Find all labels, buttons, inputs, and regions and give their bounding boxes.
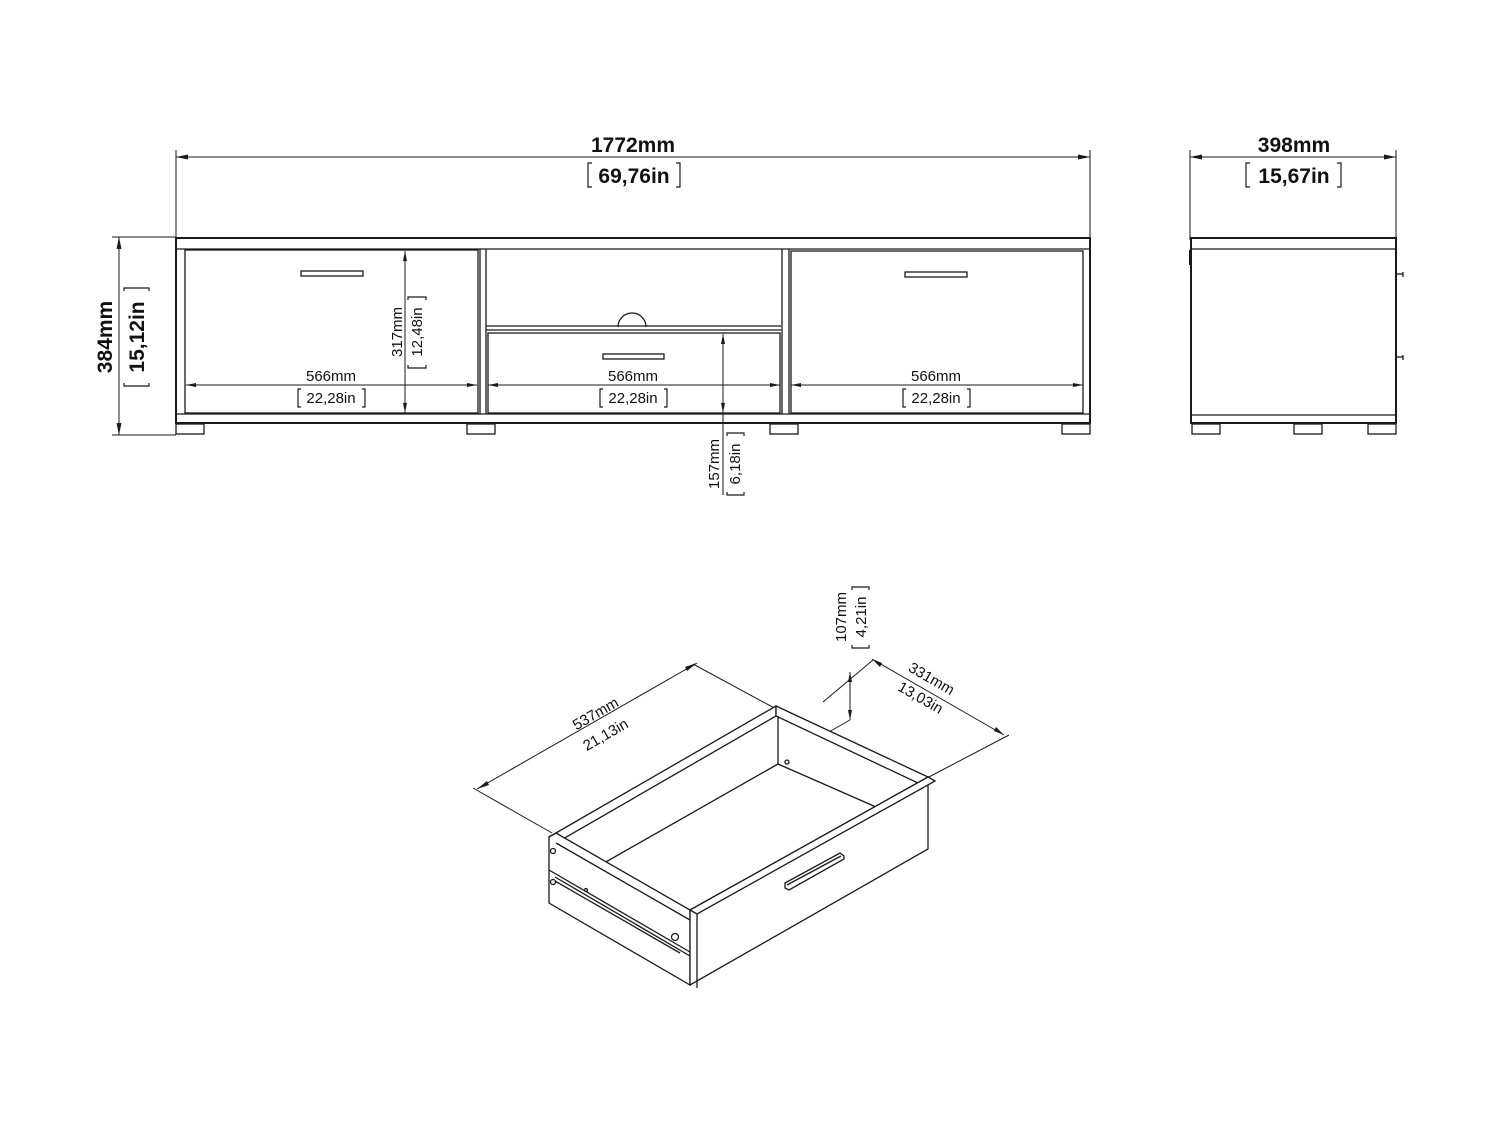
left-door-handle — [300, 270, 364, 277]
overall-width-mm: 1772mm — [591, 134, 675, 157]
compartment-width-right: 566mm 22,28in — [791, 368, 1083, 408]
drawer-front-panel — [689, 775, 929, 987]
depth-mm: 398mm — [1258, 134, 1330, 157]
overall-width-in: 69,76in — [598, 165, 669, 188]
door-height-in: 12,48in — [409, 307, 426, 356]
drawer-length-dimension: 537mm 21,13in — [472, 662, 779, 834]
drawer-height-107-in: 4,21in — [853, 597, 870, 638]
drawer-height-107-mm: 107mm — [833, 592, 850, 642]
door-height-dimension: 317mm 12,48in — [389, 251, 427, 413]
overall-width-dimension: 1772mm 69,76in — [175, 134, 1091, 240]
overall-height-in: 15,12in — [126, 301, 149, 372]
cable-hole — [617, 312, 647, 328]
middle-drawer — [487, 332, 781, 414]
depth-dimension: 398mm 15,67in — [1189, 134, 1397, 240]
drawer-height-in: 6,18in — [727, 444, 744, 485]
overall-height-mm: 384mm — [94, 301, 117, 373]
front-view: 1772mm 69,76in — [94, 134, 1091, 496]
compartment-width-right-in: 22,28in — [911, 390, 960, 407]
right-door-handle — [904, 271, 968, 278]
overall-height-dimension: 384mm 15,12in — [94, 236, 176, 436]
compartment-width-left-in: 22,28in — [306, 390, 355, 407]
compartment-width-middle-in: 22,28in — [608, 390, 657, 407]
drawer-height-dimension: 157mm 6,18in — [706, 334, 745, 496]
right-door — [790, 250, 1084, 414]
drawer-view: 537mm 21,13in 331mm 13,03in 107mm 4,21in — [472, 586, 1010, 988]
drawer-height-107-dimension: 107mm 4,21in — [819, 586, 870, 738]
drawer-height-mm: 157mm — [706, 439, 723, 489]
compartment-width-left-mm: 566mm — [306, 368, 356, 385]
front-feet — [175, 423, 1091, 435]
side-view: 398mm 15,67in — [1189, 134, 1404, 435]
compartment-width-right-mm: 566mm — [911, 368, 961, 385]
compartment-width-left: 566mm 22,28in — [186, 368, 477, 408]
left-door — [184, 249, 479, 414]
door-height-mm: 317mm — [389, 307, 406, 357]
depth-in: 15,67in — [1258, 165, 1329, 188]
compartment-width-middle: 566mm 22,28in — [488, 368, 780, 408]
side-feet — [1191, 423, 1397, 435]
middle-drawer-handle — [602, 353, 665, 360]
compartment-width-middle-mm: 566mm — [608, 368, 658, 385]
